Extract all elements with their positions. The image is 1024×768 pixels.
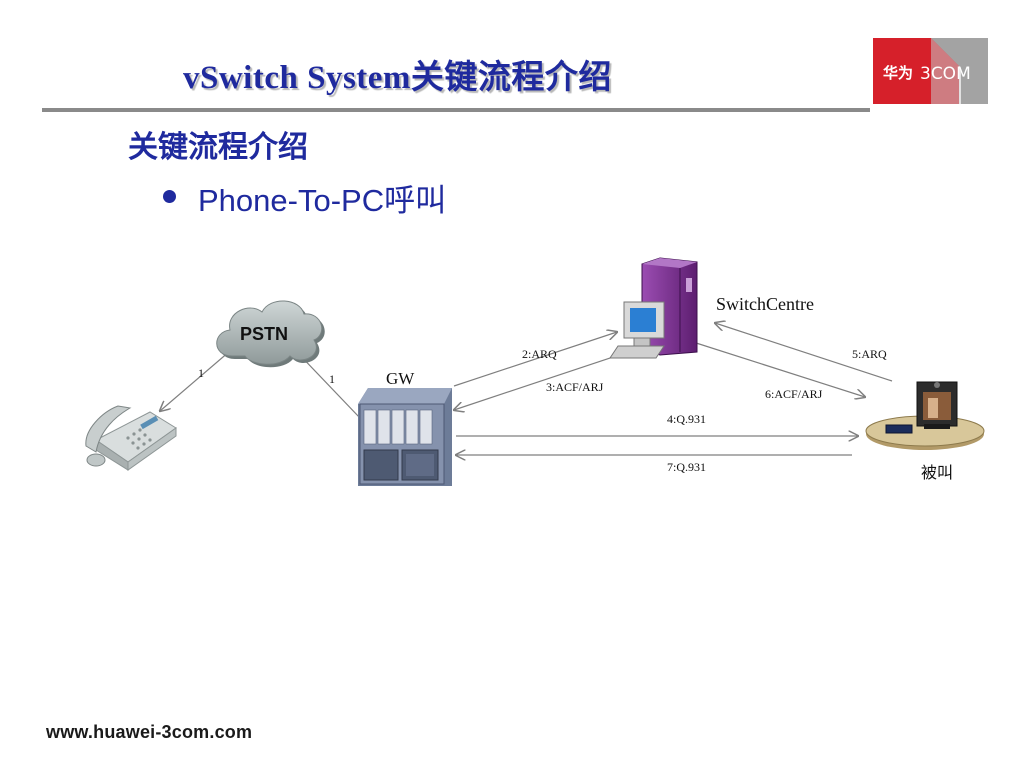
link-label-pstn-gw: 1 <box>329 372 335 386</box>
footer-url: www.huawei-3com.com <box>46 722 253 742</box>
telephone-icon <box>85 405 177 471</box>
callee-label: 被叫 <box>921 464 953 482</box>
huawei-3com-logo: 华为 3COM <box>873 38 988 104</box>
logo-cn-text: 华为 <box>883 64 913 82</box>
section-heading: 关键流程介绍 <box>128 131 308 164</box>
arrow-5-arq <box>715 323 893 382</box>
title-divider <box>42 108 870 112</box>
bullet-text: Phone-To-PC呼叫 <box>198 183 447 218</box>
message-label-4: 4:Q.931 <box>667 412 706 426</box>
link-label-phone-pstn: 1 <box>198 366 204 380</box>
pstn-cloud-icon <box>216 300 325 368</box>
gateway-rack-icon <box>358 388 452 486</box>
arrow-6-acf-arj <box>692 341 865 397</box>
gw-label: GW <box>386 369 415 388</box>
link-phone-pstn <box>160 345 237 411</box>
arrow-2-arq <box>453 332 617 387</box>
message-label-2: 2:ARQ <box>522 347 557 361</box>
pc-monitor-icon <box>609 301 665 359</box>
logo-en-text: 3COM <box>920 64 971 84</box>
pstn-label: PSTN <box>240 324 288 344</box>
message-label-6: 6:ACF/ARJ <box>765 387 823 401</box>
message-label-5: 5:ARQ <box>852 347 887 361</box>
arrow-3-acf-arj <box>454 347 641 410</box>
message-label-3: 3:ACF/ARJ <box>546 380 604 394</box>
switchcentre-label: SwitchCentre <box>716 294 814 314</box>
slide-title: vSwitch System关键流程介绍 <box>183 60 612 96</box>
video-terminal-icon <box>865 381 985 450</box>
message-label-7: 7:Q.931 <box>667 460 706 474</box>
bullet-icon <box>163 190 176 203</box>
